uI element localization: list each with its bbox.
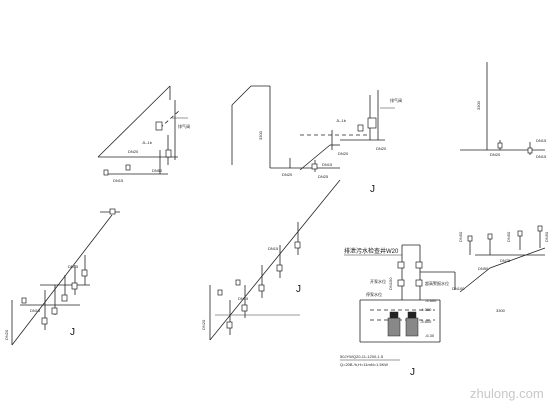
label-dn15-e: DN15 [536, 138, 547, 143]
label-dn15-g: DN15 [68, 264, 79, 269]
label-dn20-b: DN20 [282, 172, 293, 177]
label-dn15-h: DN15 [30, 308, 41, 313]
label-dn50-e: DN50 [544, 231, 549, 242]
pump-model: 50JYWQ20-11-1200-1.5 [340, 354, 384, 359]
label-dn15-a: DN15 [113, 178, 124, 183]
label-dn50-b: DN50 [478, 266, 489, 271]
label-dn50-d: DN50 [506, 231, 511, 242]
label-jl-b: JL-1b [336, 118, 347, 123]
label-dn50-a: DN50 [152, 168, 163, 173]
label-vent-b: 排气阀 [390, 97, 402, 103]
riser-group-top-left: DN20 DN50 DN15 JL-1b 排气阀 [97, 85, 190, 183]
marker-j-top-right: J [370, 184, 375, 195]
riser-group-center: DN20 DN15 DN15 J [201, 179, 341, 341]
label-dn150: DN150 [388, 277, 393, 290]
label-dn15-i: DN15 [268, 246, 279, 251]
label-dn20-c: DN20 [338, 151, 349, 156]
label-start-level: 停泵水位 [366, 291, 382, 297]
label-dn15-j: DN15 [238, 296, 249, 301]
pit-title: 排泄污水检查井W20 [344, 247, 399, 255]
riser-group-top-middle: 3300 DN20 DN15 DN25 [231, 85, 340, 179]
label-alarm-level: 超高警报水位 [425, 280, 449, 286]
riser-group-far-right: 3300 DN20 DN15 DN15 [460, 62, 547, 159]
label-stop-level: 开泵水位 [370, 278, 386, 284]
label-height-c: 3300 [496, 308, 506, 313]
marker-j-center: J [296, 284, 301, 295]
label-level-4300: -4.300 [420, 307, 432, 312]
riser-group-left-middle: DN20 DN15 DN15 J [4, 208, 120, 346]
label-dn25-b: DN25 [318, 174, 329, 179]
label-dn20-d: DN20 [376, 146, 387, 151]
watermark: zhulong.com [470, 386, 544, 401]
label-jl-a: JL-1b [142, 140, 153, 145]
riser-group-right-middle: DN75 DN50 DN50 DN50 DN50 3300 [458, 225, 549, 313]
marker-j-pit: J [410, 367, 415, 378]
sump-pump-pit: 排泄污水检查井W20 开泵水位 停泵水位 超高警报水位 -4.600 -4.30… [340, 244, 465, 378]
label-level-630: -6.30 [425, 333, 435, 338]
label-dn20-f: DN20 [4, 329, 9, 340]
pump-params: Q=20B /h,H=11mN=1.5KW [340, 362, 388, 367]
label-height-b: 3300 [476, 100, 481, 110]
label-dn100: DN100 [452, 286, 465, 291]
label-dn50-c: DN50 [458, 231, 463, 242]
label-vent-a: 排气阀 [178, 123, 190, 129]
label-dn20-e: DN20 [490, 152, 501, 157]
label-height-a: 3300 [258, 130, 263, 140]
marker-j-left: J [70, 327, 75, 338]
label-dn20-g: DN20 [201, 319, 206, 330]
label-dn75: DN75 [500, 258, 511, 263]
label-dn15-f: DN15 [536, 154, 547, 159]
label-dn20-a: DN20 [128, 149, 139, 154]
riser-group-top-right: JL-1b 排气阀 DN20 DN20 J [299, 90, 402, 195]
label-level-5800: -5.800 [420, 319, 432, 324]
label-dn15-b: DN15 [322, 162, 333, 167]
label-level-4600: -4.600 [425, 298, 437, 303]
